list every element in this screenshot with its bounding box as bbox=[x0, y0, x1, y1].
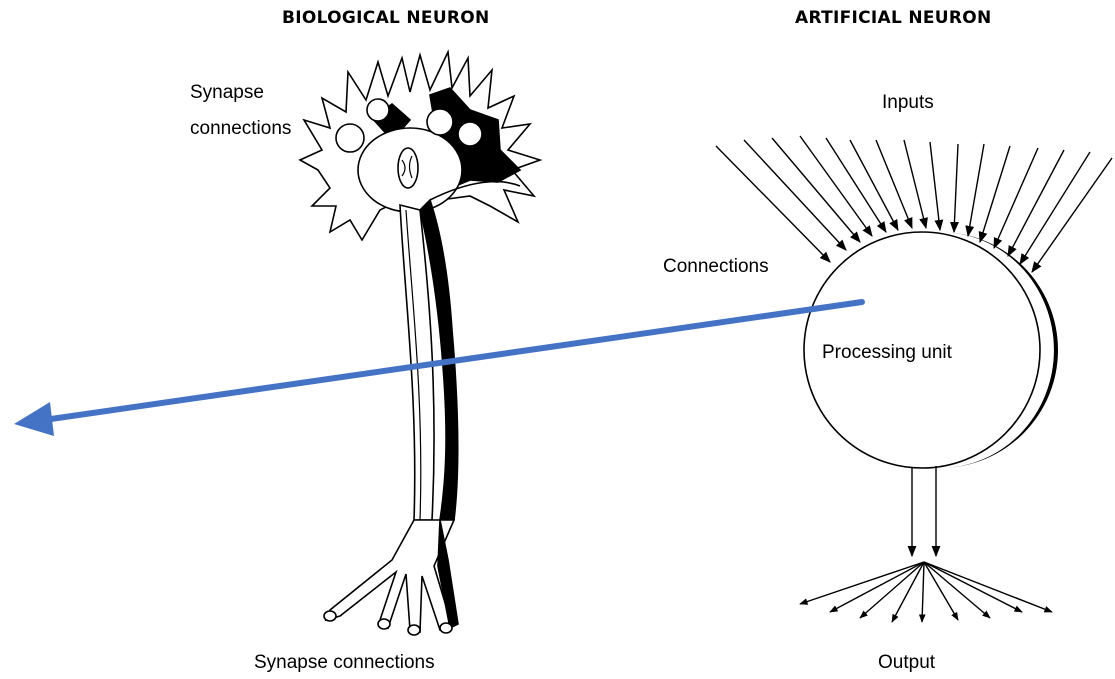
output-lines bbox=[912, 466, 936, 556]
connections-label: Connections bbox=[663, 256, 769, 279]
axon-terminals bbox=[326, 520, 454, 632]
nucleus bbox=[398, 148, 418, 188]
synapse-connections-top-label-line2: connections bbox=[190, 118, 291, 141]
inputs-label: Inputs bbox=[882, 92, 934, 115]
output-arrows bbox=[800, 562, 1052, 622]
artificial-neuron-drawing bbox=[716, 136, 1112, 622]
blue-pointer-arrow bbox=[14, 302, 862, 436]
processing-unit-label: Processing unit bbox=[822, 342, 952, 365]
output-label: Output bbox=[878, 652, 935, 675]
synapse-connections-top-label-line1: Synapse bbox=[190, 82, 264, 105]
synapse-connections-bottom-label: Synapse connections bbox=[254, 652, 435, 675]
biological-neuron-drawing bbox=[300, 52, 540, 635]
